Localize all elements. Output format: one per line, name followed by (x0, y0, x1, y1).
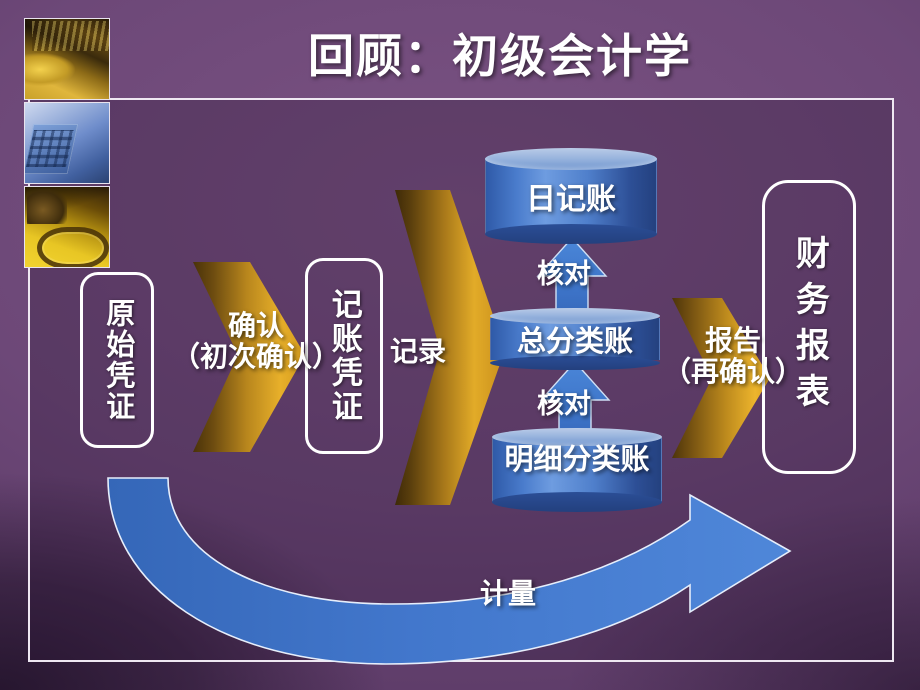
cylinder-body (490, 318, 660, 360)
cylinder-top (490, 308, 660, 324)
cylinder-body (485, 158, 657, 234)
gold-arrow-jilu (395, 190, 505, 505)
cylinder-top (485, 148, 657, 170)
arrow-label-queren-line1: 确认 (228, 310, 285, 341)
arrow-label-baogao-line2: （再确认） (663, 356, 804, 388)
cylinder-bottom (490, 356, 660, 370)
arrow-label-jiliang: 计量 (480, 578, 537, 609)
gold-arrow-baogao (672, 298, 770, 458)
arrow-label-hedui-bottom: 核对 (537, 389, 591, 419)
hands-on-keyboard-photo (24, 18, 110, 100)
arrow-label-jilu: 记录 (390, 336, 447, 367)
page-title: 回顾：初级会计学 (308, 30, 692, 82)
node-financial-statements-label: 财务报表 (790, 235, 829, 419)
cylinder-top (492, 428, 662, 446)
cylinder-body (492, 438, 662, 502)
calculator-and-glasses-photo (24, 102, 110, 184)
node-accounting-voucher[interactable]: 记账凭证 (305, 258, 383, 454)
arrow-label-queren-line2: （初次确认） (172, 341, 341, 373)
node-journal-label: 日记账 (526, 183, 616, 216)
node-general-ledger-cylinder[interactable]: 总分类账 (490, 308, 660, 370)
arrow-label-hedui-top: 核对 (537, 259, 591, 289)
node-financial-statements[interactable]: 财务报表 (762, 180, 856, 474)
gold-arrow-queren (193, 262, 305, 452)
photo-strip (24, 18, 110, 270)
curved-arrow-jiliang (107, 477, 792, 665)
node-subsidiary-ledger-cylinder[interactable]: 明细分类账 (492, 428, 662, 512)
node-journal-cylinder[interactable]: 日记账 (485, 148, 657, 244)
arrow-label-queren: 确认 （初次确认） (172, 310, 340, 373)
arrow-label-baogao: 报告 （再确认） (663, 325, 803, 388)
cylinder-bottom (492, 492, 662, 512)
node-general-ledger-label: 总分类账 (516, 326, 633, 358)
arrow-label-baogao-line1: 报告 (705, 325, 762, 356)
node-original-voucher[interactable]: 原始凭证 (80, 272, 154, 448)
cylinder-bottom (485, 224, 657, 244)
glasses-on-notepad-photo (24, 186, 110, 268)
node-subsidiary-ledger-label: 明细分类账 (504, 443, 650, 476)
node-original-voucher-label: 原始凭证 (101, 298, 134, 422)
node-accounting-voucher-label: 记账凭证 (326, 288, 362, 424)
